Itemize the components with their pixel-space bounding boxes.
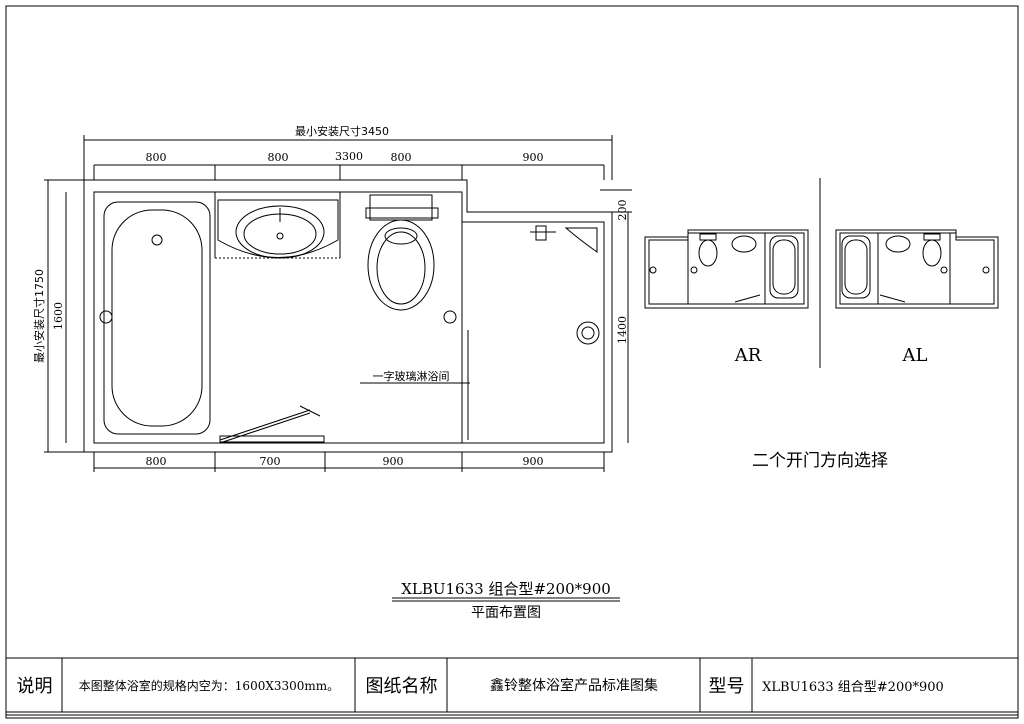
dim-right-step: 200 bbox=[616, 200, 629, 221]
main-plan bbox=[44, 135, 632, 472]
title-block-name-text: 鑫铃整体浴室产品标准图集 bbox=[490, 678, 658, 694]
dim-left-inner: 1600 bbox=[52, 302, 65, 330]
bathtub bbox=[103, 201, 211, 435]
dim-bottom-3: 900 bbox=[383, 455, 404, 468]
glass-shower-door bbox=[219, 405, 325, 444]
plan-outer-wall bbox=[83, 179, 613, 453]
washbasin bbox=[217, 199, 339, 259]
title-block bbox=[5, 657, 1019, 716]
sheet-border bbox=[5, 5, 1019, 719]
dim-overall-inner: 3300 bbox=[335, 150, 363, 163]
variant-al-plan bbox=[835, 229, 999, 309]
title-block-model-label: 型号 bbox=[708, 676, 745, 697]
title-block-desc-text: 本图整体浴室的规格内空为：1600X3300mm。 bbox=[78, 678, 340, 693]
dim-bottom-1: 800 bbox=[146, 455, 167, 468]
dim-top-4: 900 bbox=[523, 151, 544, 164]
dim-top-2: 800 bbox=[268, 151, 289, 164]
variant-al-label: AL bbox=[902, 345, 928, 366]
dim-top-3: 800 bbox=[391, 151, 412, 164]
dim-overall-min: 最小安装尺寸3450 bbox=[295, 124, 389, 138]
drawing-subtitle: 平面布置图 bbox=[471, 605, 541, 621]
dim-bottom-2: 700 bbox=[260, 455, 281, 468]
title-block-desc-label: 说明 bbox=[16, 676, 53, 697]
shower-enclosure-label: 一字玻璃淋浴间 bbox=[373, 369, 450, 383]
shower-fixtures bbox=[530, 225, 600, 345]
title-block-name-label: 图纸名称 bbox=[365, 676, 438, 697]
variant-ar-plan bbox=[644, 229, 809, 309]
drawing-model-title: XLBU1633 组合型#200*900 bbox=[401, 580, 611, 598]
toilet bbox=[365, 194, 439, 311]
dim-right-height: 1400 bbox=[616, 316, 629, 344]
variants-caption: 二个开门方向选择 bbox=[752, 451, 888, 471]
title-block-model-text: XLBU1633 组合型#200*900 bbox=[762, 679, 944, 695]
dim-left-min: 最小安装尺寸1750 bbox=[32, 269, 46, 363]
plan-inner-wall bbox=[93, 191, 605, 444]
variant-ar-label: AR bbox=[734, 345, 762, 366]
dim-bottom-4: 900 bbox=[523, 455, 544, 468]
dim-top-1: 800 bbox=[146, 151, 167, 164]
